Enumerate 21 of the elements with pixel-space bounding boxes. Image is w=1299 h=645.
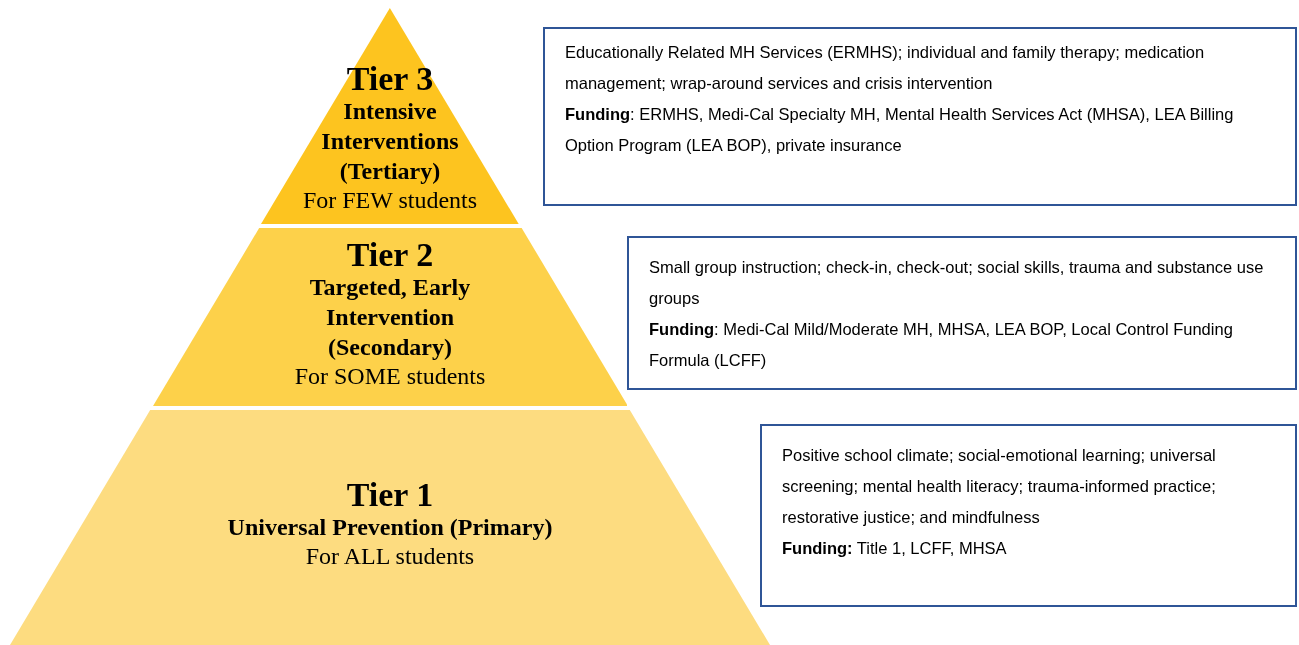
tier-number: Tier 1 [346, 478, 434, 512]
description-box [543, 27, 1297, 206]
tier-number: Tier 3 [346, 62, 434, 96]
pyramid-tier [10, 410, 770, 645]
description-box [760, 424, 1297, 607]
tier-name: Universal Prevention (Primary) [227, 513, 553, 542]
tier-audience: For FEW students [302, 186, 478, 214]
funding-text: Funding: Title 1, LCFF, MHSA [782, 538, 1007, 559]
pyramid-tier [152, 228, 628, 406]
service-description: Positive school climate; social-emotional learning; universal screening; mental health literacy; trauma-informed practice; restorative justice; and mindfulness [782, 445, 1217, 528]
tier-number: Tier 2 [346, 238, 434, 272]
funding-text: Funding: ERMHS, Medi-Cal Specialty MH, Mental Health Services Act (MHSA), LEA Billing Option Program (LEA BOP), private insurance [565, 104, 1235, 156]
tier-name: Targeted, Early Intervention (Secondary) [308, 273, 472, 362]
service-description: Educationally Related MH Services (ERMHS); individual and family therapy; medication management; wrap-around services and crisis intervention [565, 42, 1206, 94]
tier-audience: For ALL students [305, 542, 475, 570]
funding-text: Funding: Medi-Cal Mild/Moderate MH, MHSA, LEA BOP, Local Control Funding Formula (LCFF) [649, 319, 1234, 371]
pyramid-tier [261, 8, 519, 224]
tier-name: Intensive Interventions (Tertiary) [320, 97, 460, 186]
tier-audience: For SOME students [294, 362, 486, 390]
service-description: Small group instruction; check-in, check-out; social skills, trauma and substance use groups [649, 257, 1265, 309]
description-box [627, 236, 1297, 390]
